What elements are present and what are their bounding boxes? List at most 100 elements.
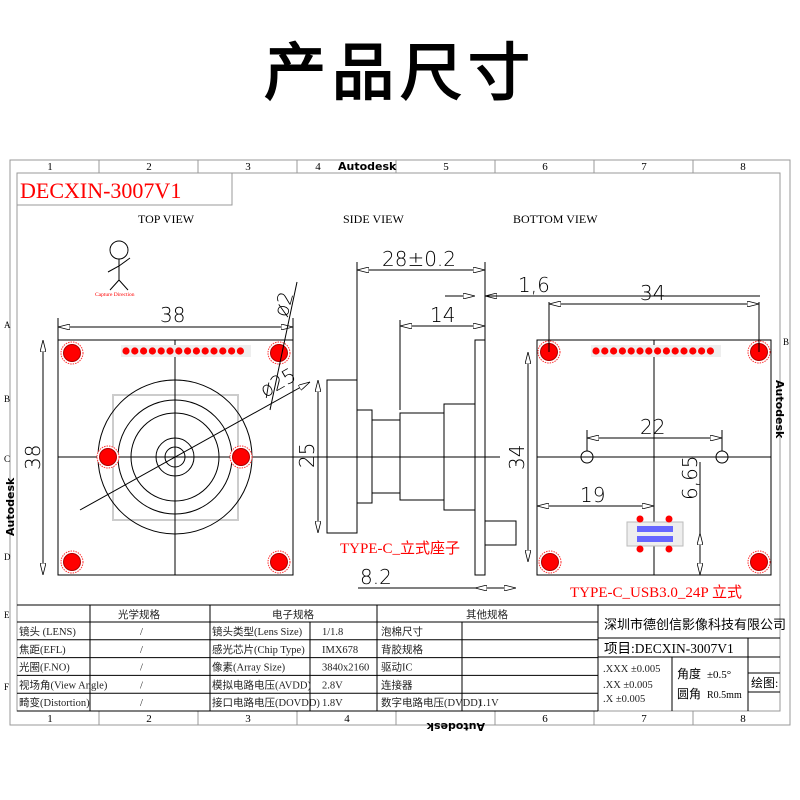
pin-pad (219, 347, 227, 355)
side-offset-dim: 14 (430, 303, 455, 327)
angle-value: ±0.5° (707, 669, 731, 681)
column-number: 4 (315, 161, 321, 173)
pin-pad (662, 347, 671, 355)
top-width-dim: 38 (160, 303, 185, 327)
column-number: 8 (740, 161, 746, 173)
spec-opt-label: 光圈(F.NO) (19, 661, 70, 674)
side-view-label: SIDE VIEW (343, 212, 404, 226)
connector-dim: 8.2 (360, 565, 392, 589)
column-number: 5 (443, 161, 449, 173)
tolerance-2: .XX ±0.005 (603, 680, 653, 691)
side-board-height-dim: 34 (505, 445, 529, 470)
side-length-dim: 28±0.2 (382, 247, 456, 271)
autodesk-watermark-left: Autodesk (4, 477, 17, 536)
bottom-view-label: BOTTOM VIEW (513, 212, 598, 226)
pin-pad (671, 347, 679, 355)
side-lens-dim: 25 (295, 443, 319, 468)
pin-pad (175, 347, 183, 355)
pin-pad (192, 347, 200, 355)
pin-pad (636, 347, 644, 355)
column-number: 6 (542, 713, 548, 725)
spec-opt-value: / (140, 645, 143, 656)
row-letter: B (4, 394, 10, 404)
outer-frame (9, 159, 791, 726)
spec-table: 光学规格 电子规格 其他规格 镜头 (LENS)/镜头类型(Lens Size)… (17, 604, 786, 712)
spec-opt-label: 视场角(View Angle) (19, 678, 108, 691)
column-number: 6 (542, 161, 548, 173)
autodesk-watermark-top: Autodesk (338, 160, 397, 173)
angle-label: 角度 (677, 666, 701, 681)
spec-elec-value: IMX678 (322, 645, 358, 656)
company-name: 深圳市德创信影像科技有限公司 (604, 617, 786, 632)
pin-pad (140, 347, 148, 355)
fillet-label: 圆角 (677, 687, 701, 701)
pin-pad (689, 347, 697, 355)
row-letter: E (4, 610, 10, 620)
column-number: 1 (47, 713, 53, 725)
conn-x-dim: 19 (580, 483, 605, 507)
column-number: 3 (245, 161, 251, 173)
drawn-by-label: 绘图: (751, 675, 778, 690)
optical-header: 光学规格 (118, 608, 160, 621)
bottom-width-dim: 34 (640, 281, 665, 305)
column-number: 1 (47, 161, 53, 173)
column-number: 7 (641, 161, 647, 173)
tolerance-3: .X ±0.005 (603, 694, 645, 705)
spec-other-value: 1.1V (478, 698, 499, 709)
pin-pad (157, 347, 165, 355)
spec-other-label: 泡棉尺寸 (381, 625, 423, 638)
column-number: 2 (146, 161, 152, 173)
capture-direction-label: Capture Direction (95, 292, 135, 298)
pin-pad (166, 347, 174, 355)
row-letter: D (4, 552, 11, 562)
pin-pad (698, 347, 706, 355)
spec-opt-label: 镜头 (LENS) (19, 625, 76, 638)
capture-direction-figure-icon (107, 240, 131, 291)
spec-opt-value: / (140, 680, 143, 691)
autodesk-watermark-right: Autodesk (773, 380, 786, 439)
spec-elec-value: 1/1.8 (322, 627, 343, 638)
conn-y-dim: 6,65 (678, 455, 702, 500)
spec-other-label: 驱动IC (381, 662, 413, 674)
side-connector-note: TYPE-C_立式座子 (340, 540, 460, 557)
pin-pad (610, 347, 618, 355)
spec-elec-label: 感光芯片(Chip Type) (212, 643, 305, 656)
pin-pad (592, 347, 600, 355)
model-label: DECXIN-3007V1 (20, 178, 181, 203)
row-letter: B (783, 337, 789, 347)
fillet-value: R0.5mm (707, 690, 742, 701)
board-thickness-dim: 1,6 (518, 273, 550, 297)
column-number: 2 (146, 713, 152, 725)
spec-elec-label: 像素(Array Size) (212, 661, 286, 674)
pin-pad (627, 347, 635, 355)
spec-elec-value: 1.8V (322, 698, 343, 709)
top-view: Capture Direction 38 38 ø2 ø25 (21, 240, 310, 576)
pin-pad (131, 347, 139, 355)
electronic-header: 电子规格 (272, 608, 314, 621)
column-number: 3 (245, 713, 251, 725)
pin-pad (654, 347, 662, 355)
pin-pad (201, 347, 209, 355)
pin-pad (680, 347, 688, 355)
pin-pad (228, 347, 236, 355)
spec-other-label: 连接器 (381, 678, 413, 691)
spec-opt-label: 焦距(EFL) (19, 643, 66, 656)
hole-spacing-dim: 22 (640, 415, 665, 439)
project-name: 项目:DECXIN-3007V1 (604, 641, 734, 656)
spec-opt-value: / (140, 627, 143, 638)
pin-pad (122, 347, 130, 355)
pin-pad (210, 347, 218, 355)
spec-other-label: 数字电路电压(DVDD) (381, 696, 482, 709)
column-number: 8 (740, 713, 746, 725)
spec-elec-label: 接口电路电压(DOVDD) (212, 696, 320, 709)
autodesk-watermark-bottom: Autodesk (426, 720, 485, 733)
tolerance-1: .XXX ±0.005 (603, 664, 660, 675)
row-letter: F (4, 682, 9, 692)
pin-pad (618, 347, 627, 355)
spec-opt-value: / (140, 663, 143, 674)
pin-pad (601, 347, 609, 355)
spec-opt-label: 畸变(Distortion) (19, 696, 90, 709)
bottom-view: 34 22 19 6,65 TYPE-C_USB3.0_24P 立式 (536, 281, 772, 601)
